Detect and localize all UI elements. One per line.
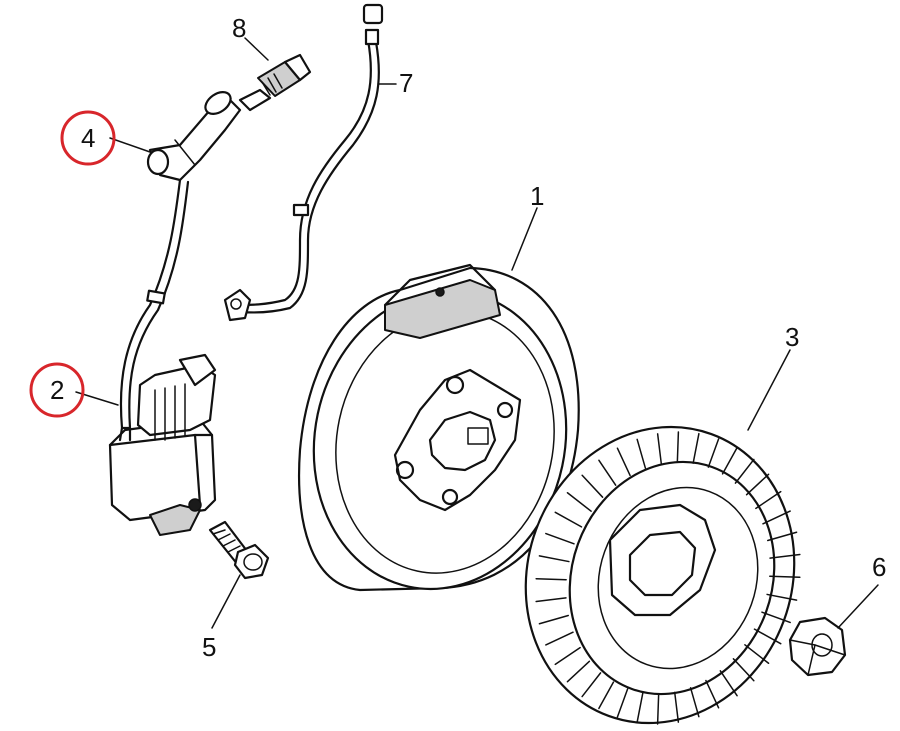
leader-lines (75, 37, 879, 629)
ignition-module (108, 353, 217, 536)
fan-fin (755, 490, 782, 510)
spark-plug-boot (146, 90, 242, 182)
hex-nut (788, 616, 847, 677)
leader-1 (511, 207, 538, 271)
fan-fin (545, 532, 575, 545)
fan-fin (535, 577, 567, 581)
fan-fin (762, 510, 791, 525)
fan-fin (761, 611, 791, 624)
fan-fin (598, 681, 615, 710)
leader-5 (211, 574, 241, 629)
fan-fin (566, 660, 591, 683)
fan-fin (673, 691, 680, 723)
fan-fin (656, 433, 663, 465)
fan-fin (734, 458, 755, 484)
fan-fin (689, 687, 700, 718)
fan-fin (707, 438, 720, 468)
fan-fin (598, 459, 617, 486)
leader-6 (837, 584, 879, 629)
fan-fin (616, 447, 631, 477)
fan-fin (656, 693, 660, 725)
fan-fin (554, 511, 583, 528)
fan-fin (766, 593, 798, 601)
fan-fin (719, 670, 738, 697)
ground-wire (223, 3, 384, 322)
fan-fin (616, 688, 629, 718)
fan-fin (705, 679, 720, 709)
highlight-circle-2 (29, 362, 85, 418)
fan-fin (538, 614, 570, 625)
callout-4: 4 (81, 123, 95, 153)
fan-fin (636, 692, 644, 724)
callout-1: 1 (530, 181, 544, 211)
callout-5: 5 (202, 632, 216, 662)
fan-fin (538, 555, 570, 563)
callout-6: 6 (872, 552, 886, 582)
leader-8 (244, 37, 269, 61)
fan-fin (769, 575, 801, 579)
fan-fin (545, 631, 574, 646)
fan-fin (721, 446, 738, 475)
fan-fin (753, 628, 782, 645)
callout-8: 8 (232, 13, 246, 43)
flywheel (298, 263, 580, 592)
fan-fin (636, 438, 647, 469)
fan-fin (692, 432, 700, 464)
mounting-bolt (208, 520, 270, 580)
fan-fin (554, 646, 581, 666)
fan-fin (581, 672, 602, 698)
fan-fin (566, 491, 592, 512)
cooling-fan (524, 425, 801, 725)
fan-fin (676, 431, 680, 463)
fan-fin (769, 553, 801, 559)
highlight-circle-4 (60, 110, 116, 166)
fan-fin (744, 644, 770, 665)
callout-7: 7 (399, 68, 413, 98)
fan-fin (766, 531, 798, 542)
fan-fin (535, 597, 567, 603)
fan-fin (581, 474, 604, 498)
spark-plug-lead (119, 178, 190, 430)
fan-fin (745, 473, 770, 496)
spark-plug (238, 53, 312, 112)
leader-4 (109, 137, 151, 153)
fan-fin (732, 658, 755, 682)
callout-3: 3 (785, 322, 799, 352)
callout-2: 2 (50, 375, 64, 405)
leader-3 (747, 349, 791, 431)
